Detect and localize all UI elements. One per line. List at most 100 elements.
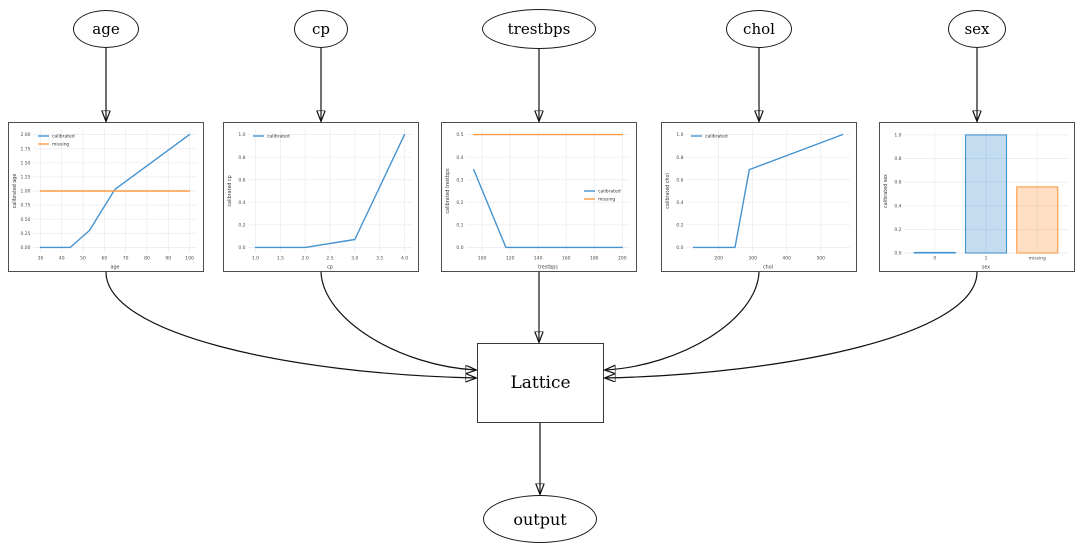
input-node-cp: cp [294, 10, 348, 48]
svg-text:0.4: 0.4 [676, 200, 683, 206]
svg-text:140: 140 [534, 256, 543, 262]
svg-text:400: 400 [782, 256, 791, 262]
svg-text:missing: missing [598, 197, 615, 203]
svg-text:1.0: 1.0 [238, 132, 245, 138]
svg-text:0.0: 0.0 [676, 245, 683, 251]
input-node-sex-label: sex [964, 20, 990, 38]
svg-text:1.25: 1.25 [20, 175, 30, 181]
input-node-chol-label: chol [743, 20, 775, 38]
svg-text:0.6: 0.6 [676, 177, 683, 183]
svg-text:calibrated: calibrated [267, 134, 290, 140]
svg-text:0.5: 0.5 [456, 132, 463, 138]
svg-text:trestbps: trestbps [538, 265, 558, 271]
svg-text:0.0: 0.0 [894, 251, 901, 257]
svg-text:sex: sex [982, 266, 990, 271]
svg-text:0.8: 0.8 [238, 155, 245, 161]
svg-text:1.0: 1.0 [252, 256, 259, 262]
svg-text:calibrated age: calibrated age [12, 174, 18, 209]
svg-text:80: 80 [144, 256, 150, 262]
input-node-age-label: age [92, 20, 120, 38]
svg-text:0.3: 0.3 [456, 177, 463, 183]
svg-text:0.6: 0.6 [238, 177, 245, 183]
svg-text:0.0: 0.0 [456, 245, 463, 251]
svg-text:age: age [111, 266, 120, 271]
svg-text:4.0: 4.0 [401, 256, 408, 262]
svg-text:3.0: 3.0 [351, 256, 358, 262]
input-node-trestbps-label: trestbps [507, 20, 571, 38]
svg-text:0.4: 0.4 [894, 203, 901, 209]
svg-text:0.75: 0.75 [20, 203, 30, 209]
svg-text:0.2: 0.2 [894, 227, 901, 233]
svg-text:1.50: 1.50 [20, 160, 30, 166]
svg-text:40: 40 [59, 256, 65, 262]
svg-text:0.4: 0.4 [456, 155, 463, 161]
svg-text:1: 1 [985, 256, 988, 262]
svg-text:missing: missing [52, 142, 69, 148]
svg-text:3.5: 3.5 [376, 256, 383, 262]
svg-text:0.50: 0.50 [20, 217, 30, 223]
svg-text:1.0: 1.0 [676, 132, 683, 138]
svg-text:50: 50 [80, 256, 86, 262]
svg-text:90: 90 [165, 256, 171, 262]
input-node-sex: sex [948, 10, 1006, 48]
svg-text:1.5: 1.5 [277, 256, 284, 262]
svg-text:100: 100 [185, 256, 194, 262]
edge-sex-calibrator-to-lattice [605, 271, 978, 378]
input-node-cp-label: cp [311, 20, 330, 38]
svg-text:calibrated sex: calibrated sex [883, 174, 889, 208]
svg-text:calibrated trestbps: calibrated trestbps [445, 168, 451, 214]
output-node: output [483, 495, 597, 543]
svg-text:60: 60 [101, 256, 107, 262]
edge-chol-calibrator-to-lattice [605, 271, 760, 370]
svg-text:180: 180 [590, 256, 599, 262]
svg-text:0: 0 [933, 256, 936, 262]
svg-text:0.4: 0.4 [238, 200, 245, 206]
svg-text:0.2: 0.2 [456, 200, 463, 206]
svg-text:0.1: 0.1 [456, 222, 463, 228]
calibrator-chart-cp: 1.0 1.5 2.0 2.5 3.0 3.5 4.0 0.0 0.2 0.4 0.6 0.8 1.0 c… [223, 122, 419, 272]
calibrator-chart-chol-plot: 200 300 400 500 0.0 0.2 0.4 0.6 0.8 1.0 chol calibr… [665, 129, 850, 271]
svg-text:500: 500 [816, 256, 825, 262]
svg-text:0.8: 0.8 [894, 156, 901, 162]
svg-text:2.5: 2.5 [326, 256, 333, 262]
svg-text:70: 70 [123, 256, 129, 262]
svg-text:120: 120 [506, 256, 515, 262]
svg-text:2.00: 2.00 [20, 132, 30, 138]
svg-text:calibrated: calibrated [598, 189, 621, 195]
lattice-node: Lattice [477, 343, 604, 423]
svg-text:1.75: 1.75 [20, 146, 30, 152]
input-node-trestbps: trestbps [482, 9, 596, 49]
edge-age-calibrator-to-lattice [105, 271, 476, 378]
output-node-label: output [513, 509, 567, 529]
svg-text:0.2: 0.2 [676, 222, 683, 228]
svg-text:2.0: 2.0 [302, 256, 309, 262]
svg-text:100: 100 [478, 256, 487, 262]
input-node-age: age [73, 10, 139, 48]
svg-text:0.8: 0.8 [676, 155, 683, 161]
svg-text:160: 160 [562, 256, 571, 262]
input-node-chol: chol [726, 10, 792, 48]
calibrator-chart-cp-plot: 1.0 1.5 2.0 2.5 3.0 3.5 4.0 0.0 0.2 0.4 0.6 0.8 1.0 c… [227, 129, 412, 271]
lattice-node-label: Lattice [510, 373, 571, 393]
svg-text:300: 300 [748, 256, 757, 262]
svg-text:1.00: 1.00 [20, 189, 30, 195]
svg-text:calibrated chol: calibrated chol [665, 173, 671, 209]
svg-text:30: 30 [38, 256, 44, 262]
svg-text:cp: cp [327, 266, 333, 271]
svg-text:0.25: 0.25 [20, 231, 30, 237]
svg-text:1.0: 1.0 [894, 133, 901, 139]
svg-text:chol: chol [763, 265, 773, 271]
svg-text:missing: missing [1029, 256, 1046, 262]
svg-text:0.0: 0.0 [238, 245, 245, 251]
calibrator-chart-chol: 200 300 400 500 0.0 0.2 0.4 0.6 0.8 1.0 chol calibr… [661, 122, 857, 272]
svg-text:200: 200 [714, 256, 723, 262]
svg-text:0.2: 0.2 [238, 222, 245, 228]
